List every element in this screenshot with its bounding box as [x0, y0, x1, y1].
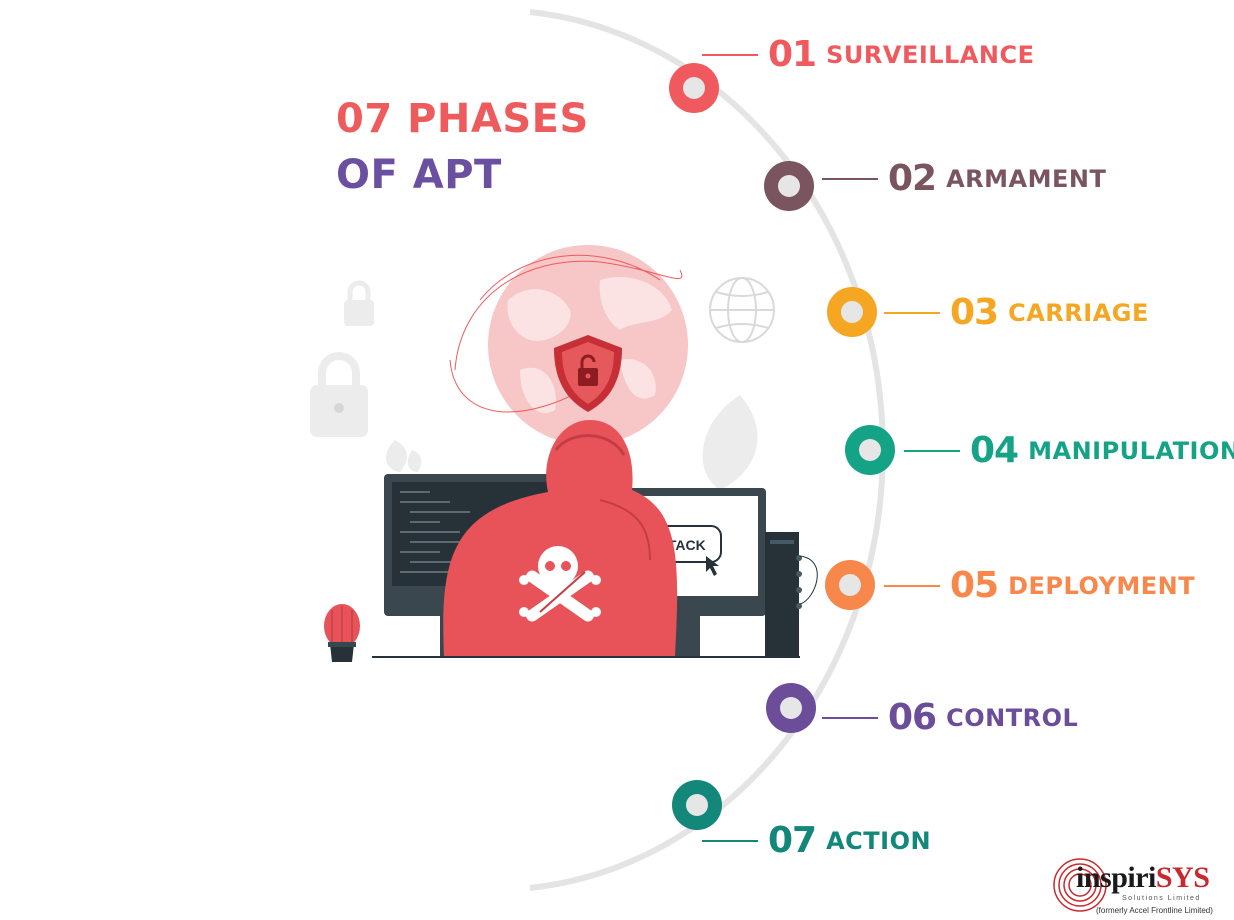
title-line-2: OF APT [336, 152, 502, 198]
phase-name: ARMAMENT [946, 164, 1107, 193]
phase-name: ACTION [826, 826, 932, 855]
connector-line [822, 716, 878, 719]
phase-number: 02 [888, 158, 937, 199]
phase-marker-center [686, 794, 708, 816]
phase-item: 04 MANIPULATION [904, 430, 1234, 471]
phase-name: CONTROL [946, 703, 1079, 732]
phase-item: 07 ACTION [702, 820, 931, 861]
phase-item: 06 CONTROL [822, 697, 1078, 738]
phase-name: MANIPULATION [1028, 436, 1234, 465]
phase-number: 01 [768, 34, 817, 75]
phase-marker-center [841, 301, 863, 323]
connector-line [822, 177, 878, 180]
phase-number: 07 [768, 820, 817, 861]
phase-name: CARRIAGE [1008, 298, 1149, 327]
phase-number: 05 [950, 565, 999, 606]
company-logo: inspiriSYS Solutions Limited (formerly A… [1052, 855, 1222, 917]
phase-item: 03 CARRIAGE [884, 292, 1149, 333]
computer-tower [765, 532, 818, 656]
phase-marker-center [683, 77, 705, 99]
phase-number: 03 [950, 292, 999, 333]
title-line-1: 07 PHASES [336, 96, 589, 142]
phase-marker-center [780, 697, 802, 719]
logo-former-name: (formerly Accel Frontline Limited) [1096, 906, 1213, 915]
phase-item: 05 DEPLOYMENT [884, 565, 1195, 606]
phase-number: 06 [888, 697, 937, 738]
logo-brand-a: inspiri [1076, 861, 1156, 894]
connector-line [702, 839, 758, 842]
connector-line [884, 311, 940, 314]
phase-name: SURVEILLANCE [826, 40, 1035, 69]
leaf-icon [385, 395, 758, 490]
phase-number: 04 [970, 430, 1019, 471]
connector-line [702, 53, 758, 56]
phase-marker-center [859, 439, 881, 461]
globe-icon [709, 277, 775, 343]
connector-line [904, 449, 960, 452]
phase-item: 02 ARMAMENT [822, 158, 1106, 199]
logo-tagline: Solutions Limited [1122, 895, 1201, 902]
padlock-icon [344, 280, 374, 326]
hacker-figure [443, 420, 678, 656]
logo-swirl-icon [1053, 858, 1107, 912]
padlock-icon [310, 352, 368, 437]
cactus-icon [324, 604, 360, 662]
cursor-icon [706, 556, 719, 576]
phase-marker-center [839, 574, 861, 596]
phase-name: DEPLOYMENT [1008, 571, 1196, 600]
phase-marker-center [778, 175, 800, 197]
connector-line [884, 584, 940, 587]
phase-item: 01 SURVEILLANCE [702, 34, 1035, 75]
logo-wordmark: inspiriSYS [1076, 861, 1210, 895]
shield-lock-icon [554, 335, 622, 412]
phase-markers [669, 63, 895, 830]
logo-brand-b: SYS [1155, 861, 1210, 894]
